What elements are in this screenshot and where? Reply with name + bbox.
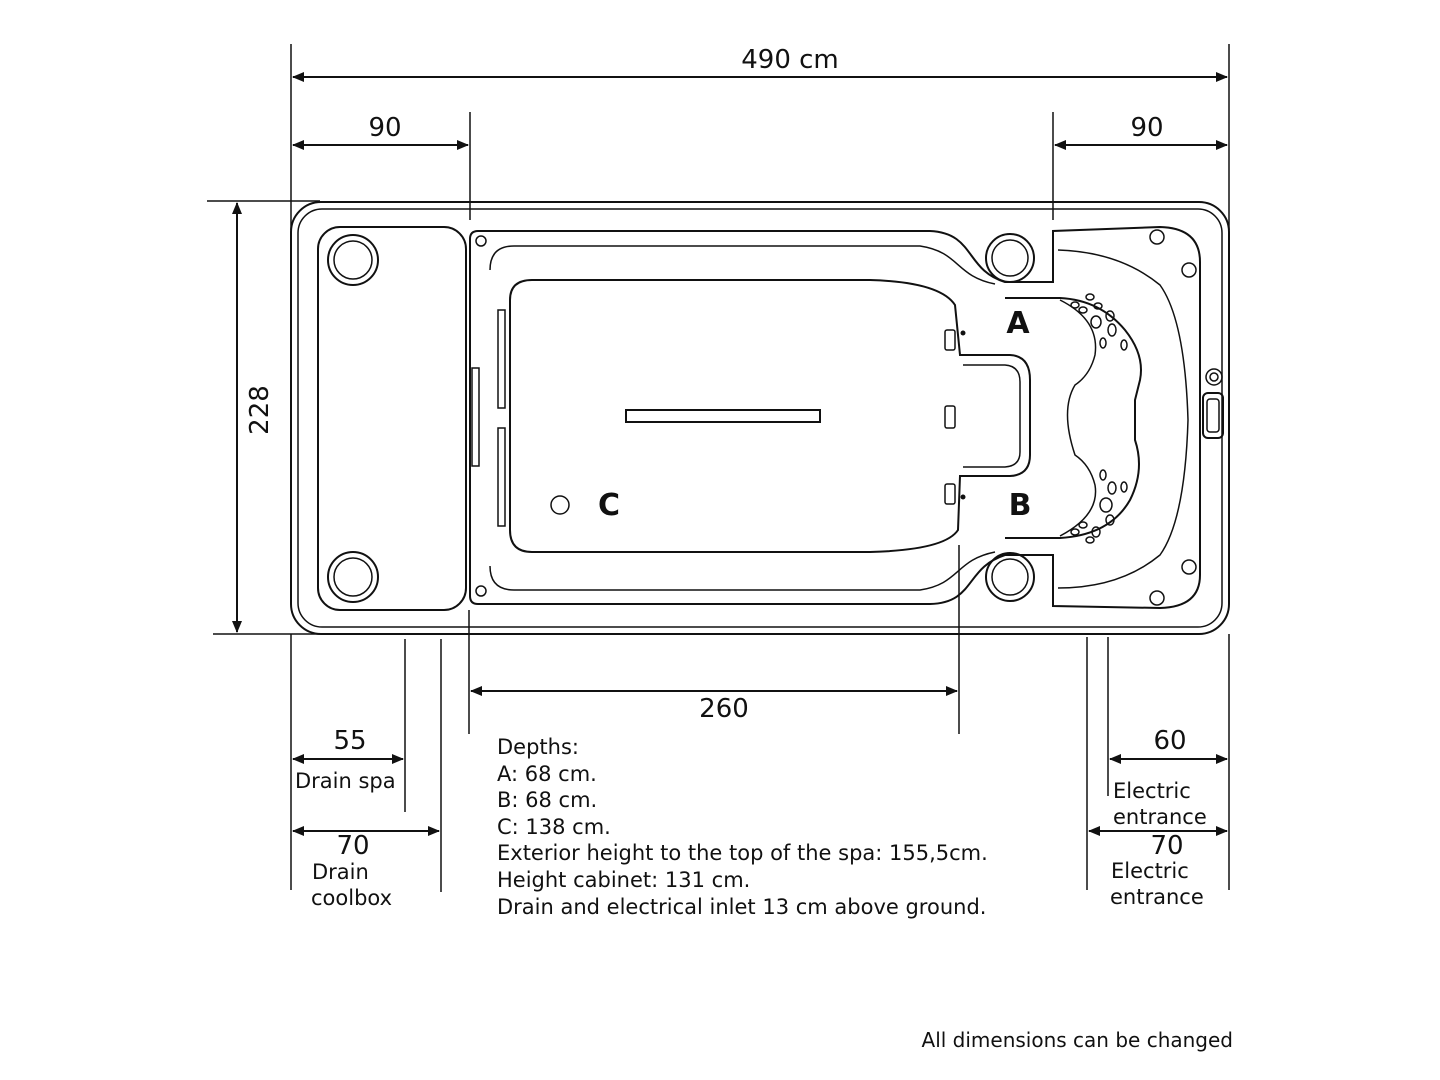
dim-width-label: 228 bbox=[245, 385, 275, 435]
spa-seats bbox=[1005, 229, 1224, 606]
dim-left-section: 90 bbox=[292, 112, 471, 220]
depth-notes: Depths: A: 68 cm. B: 68 cm. C: 138 cm. E… bbox=[497, 734, 988, 920]
cup-holder-icon bbox=[985, 233, 1035, 283]
spa-outline bbox=[290, 201, 1230, 635]
coolbox-compartment bbox=[317, 226, 467, 611]
pool-area bbox=[469, 225, 1201, 610]
footer-note: All dimensions can be changed bbox=[921, 1028, 1233, 1052]
dim-electric-entrance-70-label-1: Electric bbox=[1111, 859, 1189, 883]
drain-icon bbox=[550, 495, 570, 515]
dim-pool-length-label: 260 bbox=[699, 694, 749, 724]
dim-electric-entrance-70: 70 Electric entrance bbox=[1088, 826, 1228, 909]
dim-drain-spa-value: 55 bbox=[333, 726, 366, 756]
cup-holder-icon bbox=[327, 234, 379, 286]
dim-total-length-label: 490 cm bbox=[741, 45, 839, 75]
dim-right-section: 90 bbox=[1052, 112, 1228, 220]
depth-note-line: B: 68 cm. bbox=[497, 788, 598, 813]
depth-note-line: Height cabinet: 131 cm. bbox=[497, 867, 751, 892]
depth-note-line: Drain and electrical inlet 13 cm above g… bbox=[497, 894, 987, 919]
dim-total-length: 490 cm bbox=[290, 44, 1230, 230]
dim-drain-spa: 55 Drain spa bbox=[292, 726, 404, 793]
depth-note-line: A: 68 cm. bbox=[497, 761, 597, 786]
dim-pool-length: 260 bbox=[468, 545, 960, 734]
zone-c-label: C bbox=[598, 488, 620, 523]
dim-drain-coolbox-label-1: Drain bbox=[312, 860, 369, 884]
dim-drain-coolbox-value: 70 bbox=[336, 831, 369, 861]
zone-b-label: B bbox=[1009, 488, 1032, 523]
dim-drain-coolbox: 70 Drain coolbox bbox=[292, 826, 440, 910]
jet-icons bbox=[1070, 293, 1128, 544]
dim-right-section-label: 90 bbox=[1130, 113, 1163, 143]
zone-a-label: A bbox=[1006, 306, 1030, 341]
dim-left-section-label: 90 bbox=[368, 113, 401, 143]
cup-holder-icon bbox=[327, 551, 379, 603]
dim-electric-entrance-60-label-2: entrance bbox=[1113, 805, 1207, 829]
depth-notes-heading: Depths: bbox=[497, 735, 579, 759]
depth-note-line: C: 138 cm. bbox=[497, 814, 611, 839]
control-panel-icon bbox=[1202, 368, 1224, 439]
dim-electric-entrance-70-value: 70 bbox=[1150, 831, 1183, 861]
dim-drain-coolbox-label-2: coolbox bbox=[311, 886, 392, 910]
cup-holder-icon bbox=[985, 552, 1035, 602]
dim-width: 228 bbox=[207, 200, 320, 635]
dim-drain-spa-label: Drain spa bbox=[295, 769, 396, 793]
dim-electric-entrance-60: 60 Electric entrance bbox=[1109, 726, 1228, 829]
dim-electric-entrance-60-value: 60 bbox=[1153, 726, 1186, 756]
dim-electric-entrance-70-label-2: entrance bbox=[1110, 885, 1204, 909]
dim-electric-entrance-60-label-1: Electric bbox=[1113, 779, 1191, 803]
depth-note-line: Exterior height to the top of the spa: 1… bbox=[497, 841, 988, 866]
